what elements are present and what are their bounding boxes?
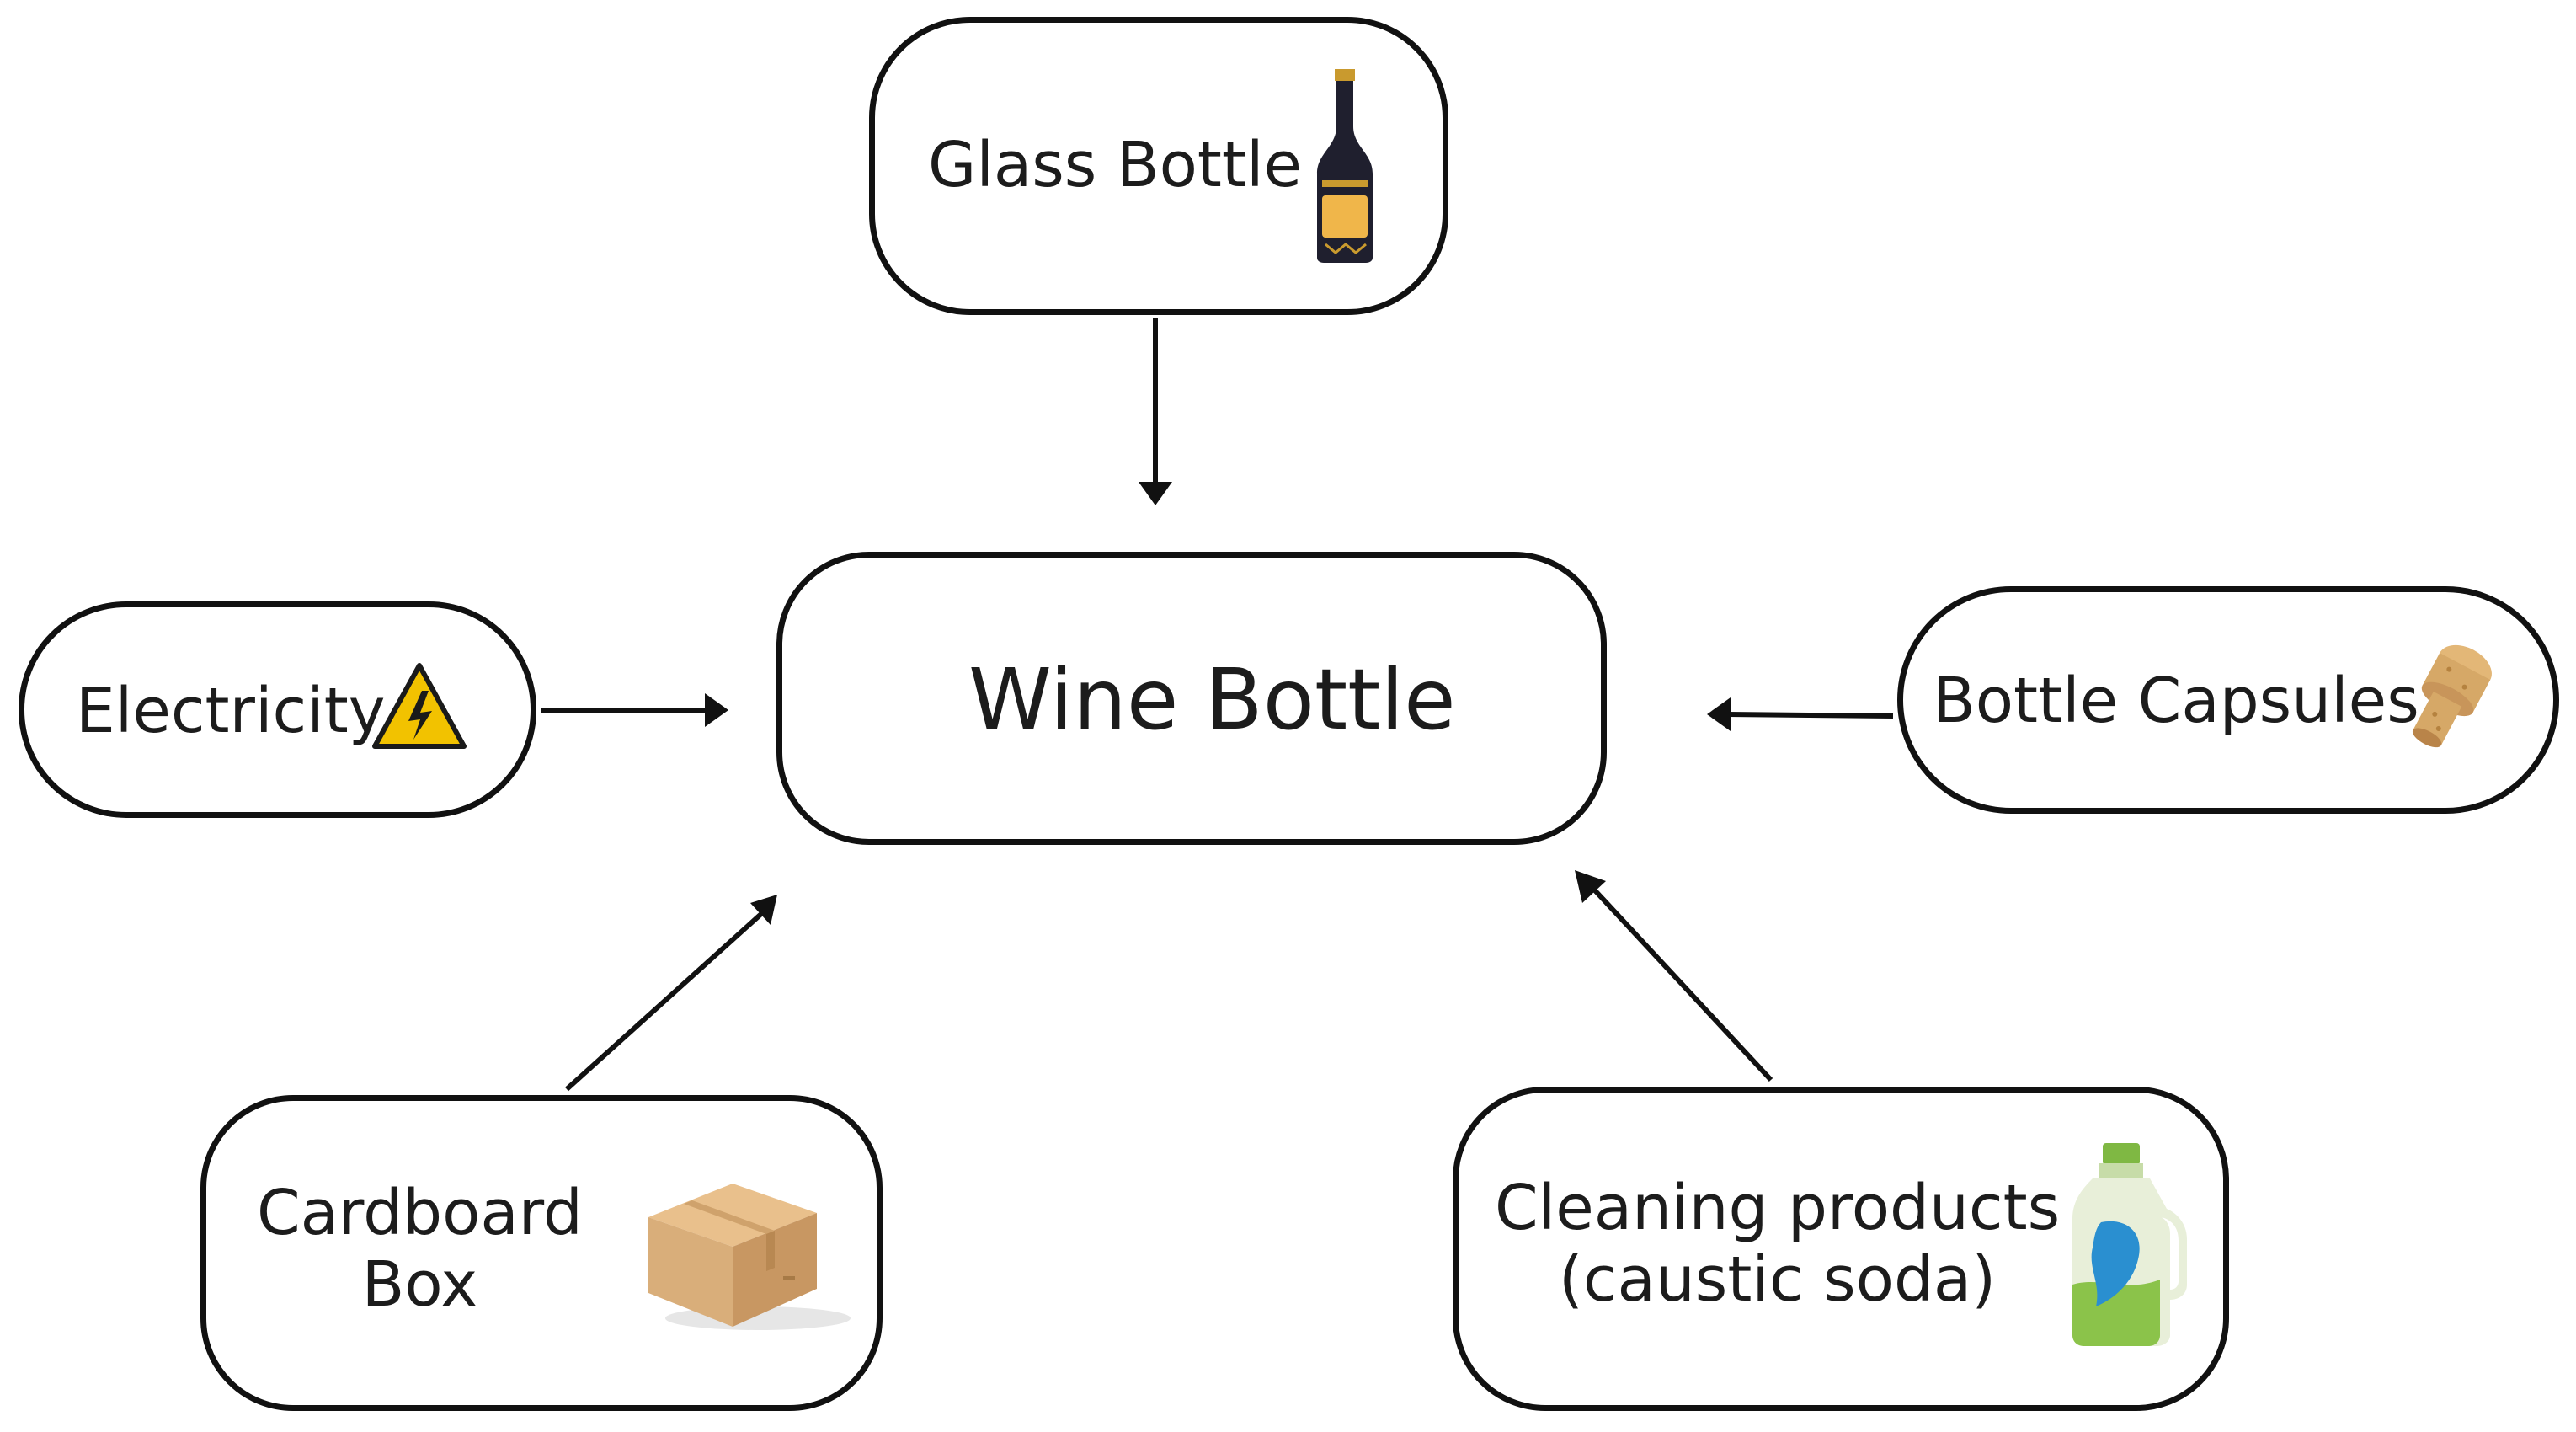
node-wine-bottle-label: Wine Bottle xyxy=(968,650,1456,749)
node-electricity xyxy=(19,601,536,818)
detergent-jug-icon xyxy=(2067,1141,2192,1348)
node-cardboard-box-label-line2: Box xyxy=(361,1248,478,1322)
edge-electricity-to-wine-bottle xyxy=(541,693,728,727)
node-wine-bottle xyxy=(776,552,1607,845)
edge-cleaning-products-to-wine-bottle xyxy=(1575,870,1773,1082)
node-cardboard-box-label: Cardboard Box xyxy=(257,1177,583,1322)
wine-bottle-icon xyxy=(1314,69,1376,263)
node-cleaning-products-label-line1: Cleaning products xyxy=(1495,1172,2061,1244)
cardboard-box-icon xyxy=(640,1175,851,1335)
edge-glass-bottle-to-wine-bottle xyxy=(1139,318,1172,505)
node-electricity-label: Electricity xyxy=(76,675,386,747)
edge-cardboard-box-to-wine-bottle xyxy=(564,895,777,1092)
edge-bottle-capsules-to-wine-bottle xyxy=(1707,697,1894,731)
node-bottle-capsules-label: Bottle Capsules xyxy=(1933,665,2419,737)
node-cardboard-box-label-line1: Cardboard xyxy=(257,1177,583,1249)
cork-icon xyxy=(2402,639,2494,758)
node-cleaning-products-label: Cleaning products (caustic soda) xyxy=(1495,1172,2061,1317)
node-glass-bottle-label: Glass Bottle xyxy=(928,129,1303,201)
node-cleaning-products-label-line2: (caustic soda) xyxy=(1558,1243,1997,1317)
high-voltage-warning-icon xyxy=(371,662,467,750)
